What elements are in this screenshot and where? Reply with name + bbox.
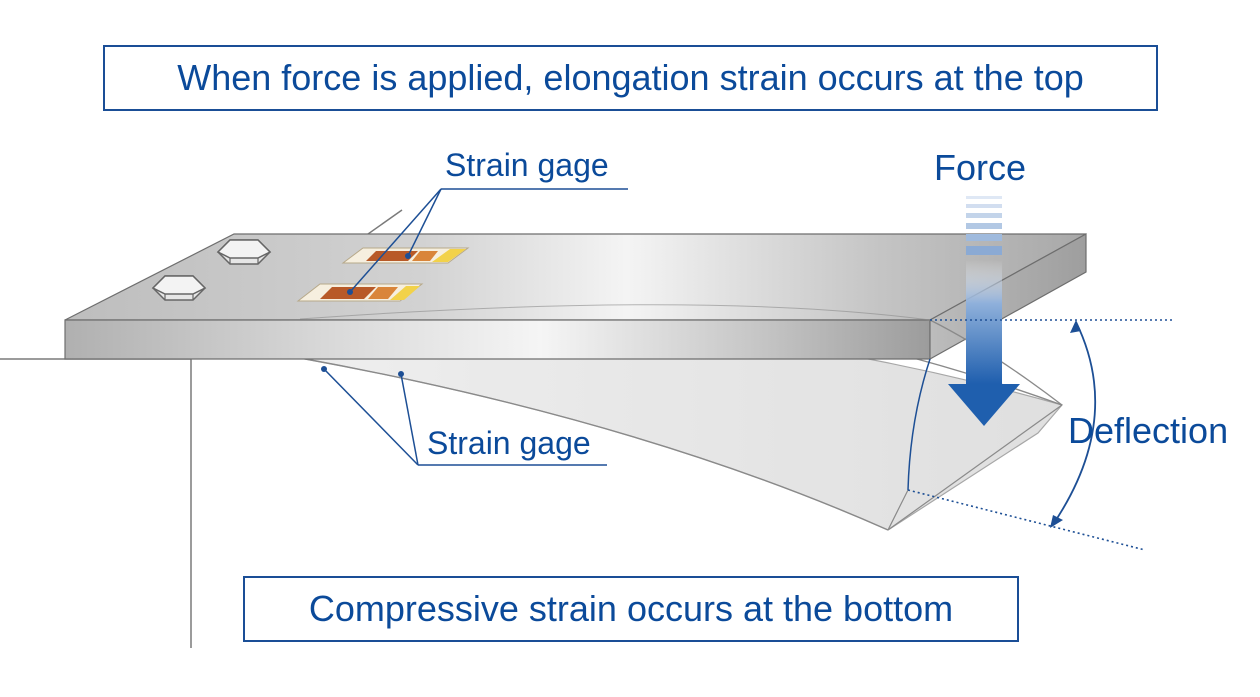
- hex-bolt-icon: [151, 275, 207, 301]
- hex-bolt-icon: [216, 239, 272, 265]
- bottom-caption-box: Compressive strain occurs at the bottom: [243, 576, 1019, 642]
- leader-strain-gage-bottom: [321, 366, 607, 466]
- leader-strain-gage-top: [347, 188, 628, 295]
- label-strain-gage-top: Strain gage: [445, 147, 609, 183]
- beam-top-face: [64, 233, 1087, 321]
- label-strain-gage-bottom: Strain gage: [427, 425, 591, 461]
- strain-gage-top-2: [296, 283, 424, 302]
- label-force: Force: [934, 147, 1027, 188]
- double-arrow-arc-icon: [1051, 321, 1097, 527]
- beam-front-face: [64, 319, 931, 360]
- label-deflection: Deflection: [1068, 410, 1229, 451]
- top-caption-box: When force is applied, elongation strain…: [103, 45, 1158, 111]
- deflection-indicator: [907, 319, 1172, 551]
- bottom-caption-text: Compressive strain occurs at the bottom: [308, 588, 954, 629]
- down-arrow-icon: [948, 196, 1020, 426]
- top-caption-text: When force is applied, elongation strain…: [177, 57, 1084, 98]
